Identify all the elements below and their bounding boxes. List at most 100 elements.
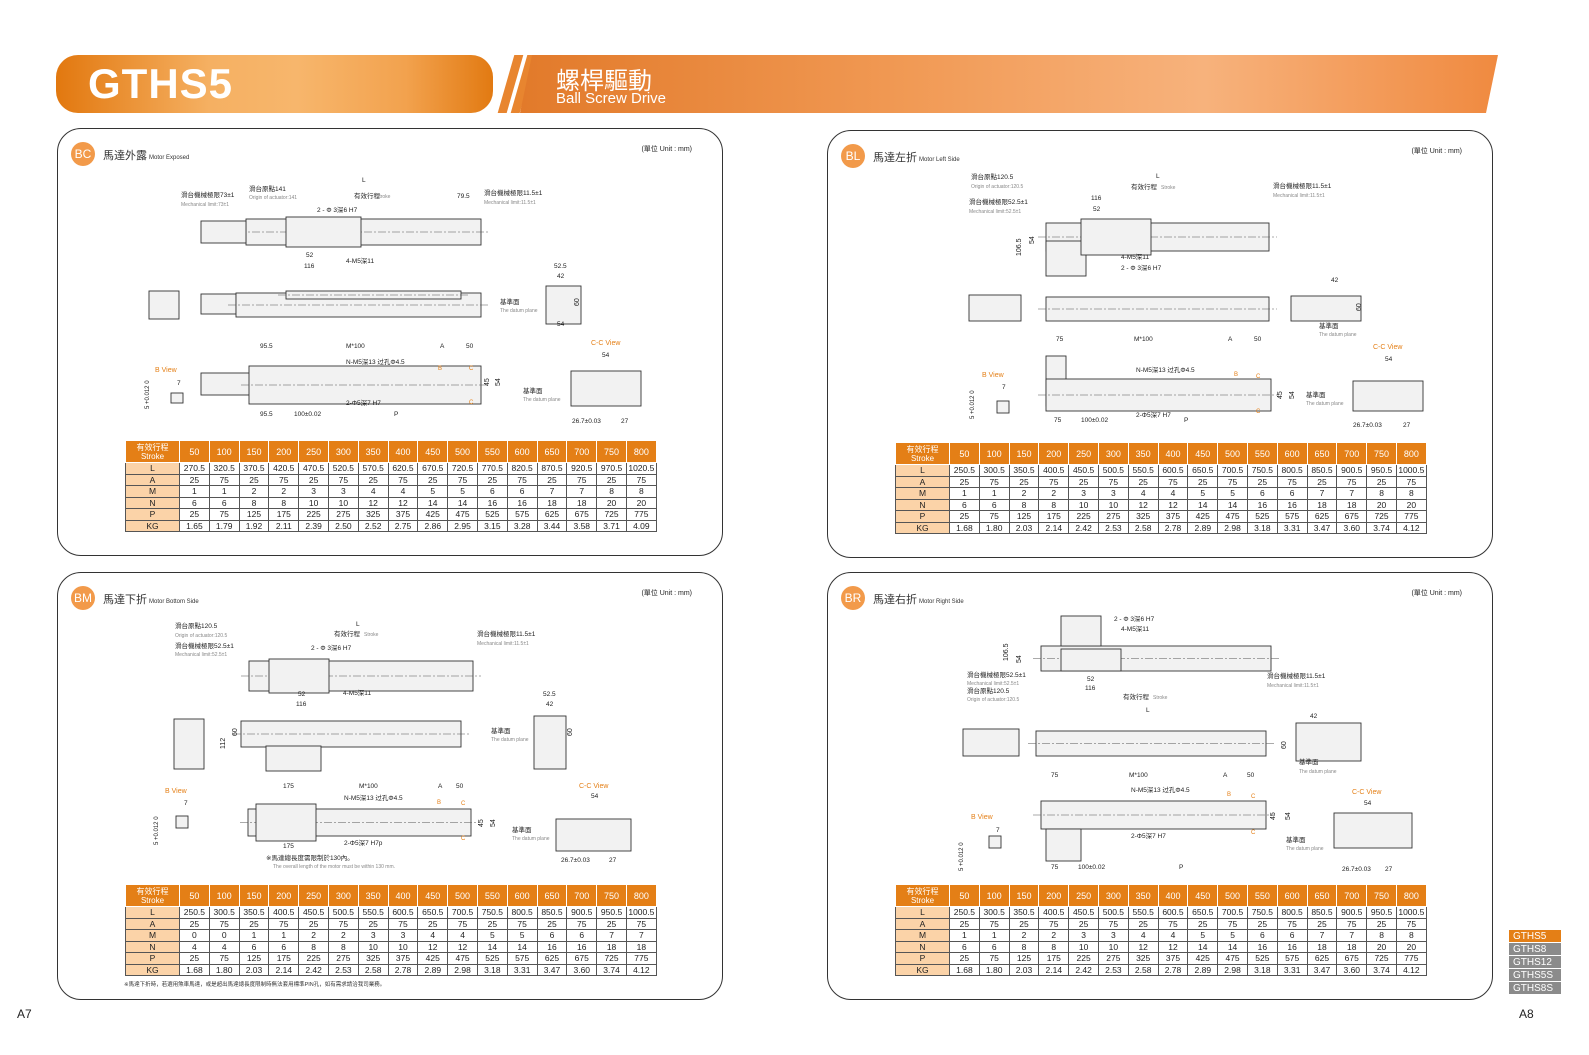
table-cell: 16 bbox=[536, 940, 568, 953]
stroke-column-header: 200 bbox=[268, 440, 300, 463]
table-cell: 75 bbox=[208, 508, 240, 521]
table-cell: 1.92 bbox=[238, 519, 270, 532]
table-cell: 12 bbox=[357, 496, 389, 509]
table-cell: 20 bbox=[1366, 940, 1397, 953]
stroke-column-header: 50 bbox=[179, 440, 210, 463]
series-tab-gths5s[interactable]: GTHS5S bbox=[1509, 969, 1561, 982]
dimension-label-h54: 54 bbox=[1016, 655, 1023, 663]
series-tab-gths5[interactable]: GTHS5 bbox=[1509, 930, 1561, 943]
row-label: L bbox=[895, 906, 950, 919]
dimension-label-mechR-cn: 滑台機械極限11.5±1 bbox=[1267, 671, 1326, 680]
dimension-label-d54c: 54 bbox=[1385, 356, 1393, 363]
dimension-label-nm5: N-M5深13 过孔Φ4.5 bbox=[344, 793, 403, 802]
table-cell: 325 bbox=[1127, 510, 1159, 523]
table-cell: 6 bbox=[238, 940, 270, 953]
table-cell: 375 bbox=[1157, 510, 1189, 523]
table-cell: 14 bbox=[476, 940, 508, 953]
dimension-label-d27: 27 bbox=[621, 418, 629, 425]
table-cell: 4 bbox=[1127, 487, 1159, 500]
table-cell: 25 bbox=[417, 473, 449, 486]
table-cell: 2.78 bbox=[387, 963, 419, 976]
table-cell: 900.5 bbox=[1336, 464, 1368, 477]
table-cell: 8 bbox=[238, 496, 270, 509]
table-cell: 25 bbox=[417, 917, 449, 930]
dimension-label-d7: 7 bbox=[1002, 384, 1006, 391]
drawing-part bbox=[1295, 722, 1362, 762]
table-cell: 7 bbox=[1306, 487, 1338, 500]
table-cell: 75 bbox=[506, 917, 538, 930]
table-cell: 475 bbox=[447, 952, 478, 965]
dimension-label-stroke-en: Stroke bbox=[376, 194, 391, 200]
dimension-label-L: L bbox=[1146, 707, 1150, 714]
dimension-label-d27: 27 bbox=[609, 857, 617, 864]
dimension-label-bview: B View bbox=[982, 372, 1005, 379]
table-cell: 775 bbox=[625, 508, 657, 521]
dimension-label-stroke-cn: 有效行程 bbox=[334, 629, 361, 638]
dimension-label-d50: 50 bbox=[1247, 772, 1255, 779]
series-tab-gths12[interactable]: GTHS12 bbox=[1509, 956, 1561, 969]
stroke-column-header: 600 bbox=[506, 440, 538, 463]
dimension-label-left2: 175 bbox=[283, 843, 294, 850]
table-cell: 16 bbox=[1276, 498, 1308, 511]
table-cell: 300.5 bbox=[208, 906, 240, 919]
table-cell: 2.14 bbox=[268, 963, 300, 976]
table-cell: 770.5 bbox=[476, 462, 508, 475]
table-cell: 3 bbox=[387, 929, 419, 942]
table-cell: 3.47 bbox=[536, 963, 568, 976]
dimension-label-bview: B View bbox=[165, 788, 188, 795]
table-cell: 3.60 bbox=[1336, 521, 1368, 534]
table-cell: 550.5 bbox=[1127, 464, 1159, 477]
table-cell: 3 bbox=[298, 485, 329, 498]
table-cell: 525 bbox=[1246, 510, 1278, 523]
dimension-label-stroke-cn: 有效行程 bbox=[1131, 182, 1158, 191]
dimension-label-d27: 27 bbox=[1403, 422, 1411, 429]
stroke-column-header: 450 bbox=[1187, 442, 1219, 465]
row-label: L bbox=[895, 464, 950, 477]
table-cell: 2.03 bbox=[1008, 521, 1040, 534]
dimension-label-d60: 60 bbox=[574, 298, 581, 306]
dimension-label-datum-cn: 基準面 bbox=[1319, 321, 1339, 330]
dimension-label-d54b: 54 bbox=[1289, 391, 1296, 399]
drawing-part bbox=[1080, 218, 1152, 256]
stroke-column-header: 700 bbox=[1336, 884, 1368, 907]
table-cell: 6 bbox=[949, 498, 980, 511]
table-cell: 25 bbox=[357, 917, 389, 930]
series-tab-gths8s[interactable]: GTHS8S bbox=[1509, 982, 1561, 995]
table-cell: 1000.5 bbox=[625, 906, 657, 919]
table-cell: 8 bbox=[298, 940, 329, 953]
dimension-label-P: P bbox=[1179, 864, 1183, 871]
row-label: N bbox=[895, 498, 950, 511]
table-cell: 5 bbox=[1187, 487, 1219, 500]
table-cell: 125 bbox=[1008, 952, 1040, 965]
table-cell: 6 bbox=[1246, 487, 1278, 500]
stroke-column-header: 550 bbox=[476, 884, 508, 907]
series-tab-gths8[interactable]: GTHS8 bbox=[1509, 943, 1561, 956]
unit-label: (單位 Unit : mm) bbox=[641, 590, 692, 597]
table-cell: 525 bbox=[476, 508, 508, 521]
dimension-label-left2: 75 bbox=[1051, 864, 1059, 871]
table-cell: 12 bbox=[1127, 940, 1159, 953]
stroke-column-header: 600 bbox=[1276, 884, 1308, 907]
table-cell: 8 bbox=[1366, 929, 1397, 942]
table-cell: 8 bbox=[268, 496, 300, 509]
table-cell: 3.71 bbox=[596, 519, 627, 532]
dimension-label-d52: 52 bbox=[1087, 676, 1095, 683]
dimension-label-mechL-en: Mechanical limit:73±1 bbox=[181, 202, 229, 208]
table-cell: 7 bbox=[596, 929, 627, 942]
table-cell: 575 bbox=[1276, 952, 1308, 965]
table-cell: 3.18 bbox=[476, 963, 508, 976]
table-cell: 4.12 bbox=[1395, 963, 1427, 976]
stroke-column-header: 400 bbox=[387, 884, 419, 907]
dimension-label-nm5: N-M5深13 过孔Φ4.5 bbox=[346, 357, 405, 366]
table-cell: 25 bbox=[1068, 917, 1099, 930]
table-cell: 16 bbox=[566, 940, 598, 953]
table-cell: 6 bbox=[978, 940, 1010, 953]
table-cell: 25 bbox=[1187, 475, 1219, 488]
dimension-label-pin5: 2-Φ5深7 H7 bbox=[1136, 410, 1171, 419]
dimension-label-datum-cn: 基準面 bbox=[500, 297, 520, 306]
footnote: ※馬達下折時，若選用煞車馬達，或是超出馬達總長度限制時無法套用標準PIN孔，如有… bbox=[124, 982, 386, 988]
